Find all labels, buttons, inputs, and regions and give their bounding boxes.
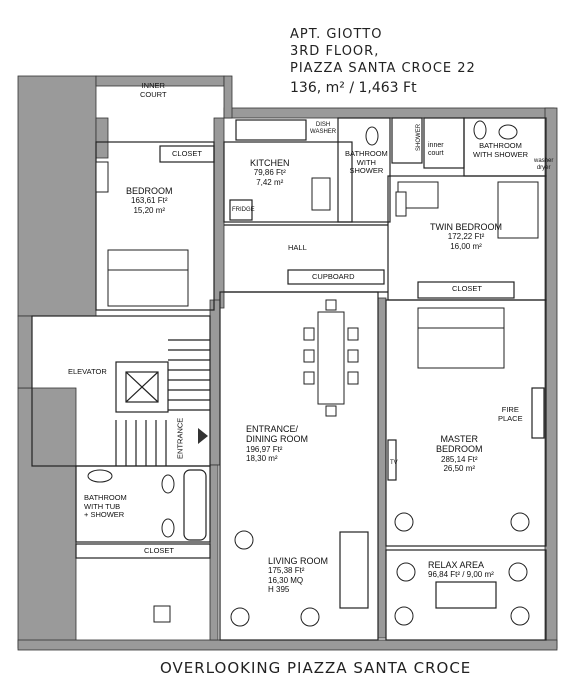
bath-shower-label: BATHROOM WITH SHOWER — [345, 149, 388, 176]
closet-label-left: CLOSET — [172, 149, 203, 158]
bath2-label: BATHROOM WITH SHOWER — [473, 141, 528, 159]
elevator-car — [125, 371, 159, 403]
bed-master — [417, 307, 505, 369]
wall-int-2 — [377, 297, 387, 639]
cupboard-label: CUPBOARD — [312, 272, 355, 281]
bed-left — [107, 249, 189, 307]
bathtub — [183, 469, 207, 541]
master-label: MASTER BEDROOM 285,14 Ft² 26,50 m² — [436, 434, 483, 473]
header-line2: 3RD FLOOR, — [290, 44, 380, 59]
beds — [107, 181, 539, 369]
wall-int-1 — [213, 117, 225, 309]
dining-label: ENTRANCE/ DINING ROOM 196,97 Ft² 18,30 m… — [246, 424, 308, 463]
hall-label: HALL — [288, 243, 307, 252]
wall-top-right — [223, 107, 555, 119]
tv-label: TV — [390, 460, 398, 466]
elevator-label: ELEVATOR — [68, 367, 107, 376]
header-line3: PIAZZA SANTA CROCE 22 — [290, 61, 476, 76]
armchairs — [230, 512, 530, 627]
tv-stand — [387, 439, 397, 481]
kitchen-label: KITCHEN 79,86 Ft² 7,42 m² — [250, 158, 290, 187]
relax-sofa — [435, 581, 497, 609]
inner-court-small-label: inner court — [428, 142, 444, 158]
wall-left-lower — [17, 387, 77, 649]
wall-top-step — [223, 75, 233, 119]
footer-caption: OVERLOOKING PIAZZA SANTA CROCE — [160, 659, 472, 677]
sofa — [339, 531, 369, 609]
fireplace-label: FIRE PLACE — [498, 405, 523, 423]
wall-court — [95, 117, 109, 159]
closet-twin — [417, 281, 515, 299]
wall-bottom — [17, 639, 558, 651]
shower-label: SHOWER — [416, 123, 423, 151]
bathtub-room-label: BATHROOM WITH TUB + SHOWER — [84, 493, 127, 520]
living-label: LIVING ROOM 175,38 Ft² 16,30 MQ H 395 — [268, 556, 329, 594]
kitchen-outline — [223, 141, 353, 223]
bedroom-outline — [95, 141, 215, 311]
twin-bedroom-label: TWIN BEDROOM 172,22 Ft² 16,00 m² — [430, 222, 502, 251]
walls — [17, 75, 558, 651]
fridge-label: FRIDGE — [232, 207, 255, 213]
inner-court-label: INNER COURT — [140, 81, 167, 99]
dining-outline — [219, 291, 379, 641]
closet-lower — [75, 543, 211, 559]
closet-label-twin: CLOSET — [452, 284, 483, 293]
wall-int-4 — [209, 464, 219, 641]
cupboard-box — [287, 269, 385, 285]
bedroom-label: BEDROOM 163,61 Ft² 15,20 m² — [126, 186, 173, 215]
relax-outline — [385, 549, 547, 641]
relax-label: RELAX AREA 96,84 Ft² / 9,00 m² — [428, 560, 494, 580]
interior-lines — [31, 117, 547, 641]
wall-left-mid — [17, 315, 33, 389]
wall-right — [544, 107, 558, 649]
entrance-arrow — [198, 428, 208, 444]
fridge — [229, 199, 253, 221]
fixtures — [87, 120, 518, 538]
wall-int-3 — [209, 299, 221, 466]
bath1-outline — [337, 117, 391, 223]
dining-table — [317, 311, 345, 405]
bed-twin-2 — [497, 181, 539, 239]
entrance-label: ENTRANCE — [175, 417, 185, 459]
fireplace — [531, 387, 545, 439]
kitchen-counter — [235, 119, 307, 141]
dining-set — [303, 299, 359, 417]
closet-left — [159, 145, 215, 163]
elevator-shaft — [115, 361, 169, 413]
header-area: 136, m² / 1,463 Ft — [290, 80, 417, 96]
master-outline — [385, 299, 547, 547]
shower-block — [391, 117, 423, 164]
washer-label: washer dryer — [534, 158, 554, 171]
desks — [95, 161, 407, 623]
header-line1: APT. GIOTTO — [290, 27, 383, 42]
bathtub-room-outline — [75, 465, 211, 543]
closet-label-lower: CLOSET — [144, 546, 175, 555]
wall-left-upper — [17, 75, 97, 317]
dishwasher-label: DISH WASHER — [310, 122, 337, 135]
